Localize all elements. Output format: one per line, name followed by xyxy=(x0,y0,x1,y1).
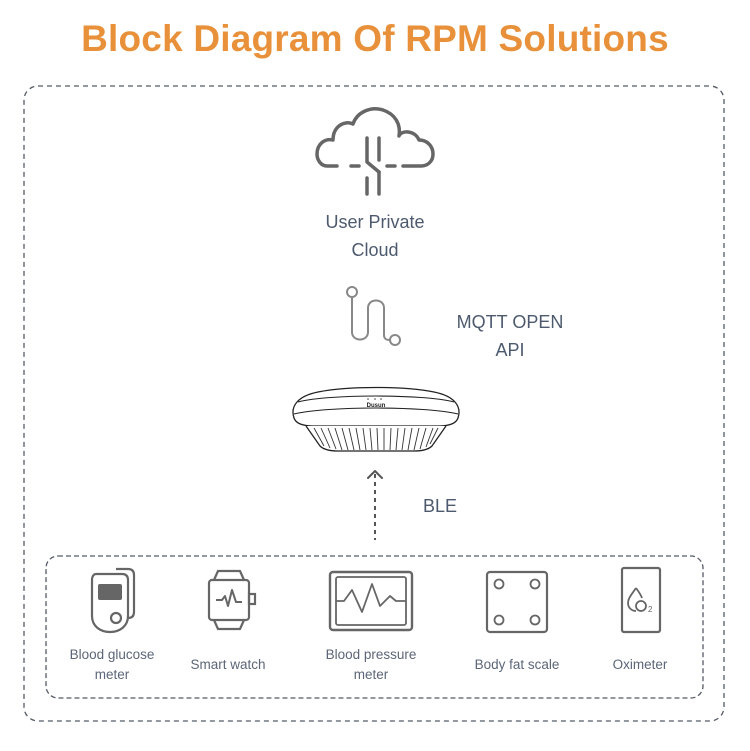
cloud-label: User Private Cloud xyxy=(275,208,475,264)
glucose-meter-icon xyxy=(90,567,136,634)
ble-label: BLE xyxy=(422,496,458,516)
device-label-glucose-line2: meter xyxy=(94,667,130,682)
oximeter-icon: 2 xyxy=(620,566,662,634)
gateway-brand-text: Dusun xyxy=(367,403,386,409)
device-label-smartwatch-line1: Smart watch xyxy=(190,657,266,672)
device-label-glucose: Blood glucose meter xyxy=(47,645,177,685)
body-fat-scale-icon xyxy=(485,570,549,634)
dashed-up-arrow-icon xyxy=(367,470,383,540)
smart-watch-icon xyxy=(207,569,257,631)
gateway-hub-icon: Dusun xyxy=(292,386,460,452)
cloud-label-line2: Cloud xyxy=(351,240,399,260)
device-label-bodyfat: Body fat scale xyxy=(452,655,582,675)
device-label-glucose-line1: Blood glucose xyxy=(69,647,155,662)
connection-label-line1: MQTT OPEN xyxy=(456,312,564,332)
device-label-oximeter: Oximeter xyxy=(575,655,705,675)
outer-dashed-frame xyxy=(23,85,725,722)
device-label-bodyfat-line1: Body fat scale xyxy=(474,657,560,672)
diagram-title: Block Diagram Of RPM Solutions xyxy=(81,18,669,59)
device-label-smartwatch: Smart watch xyxy=(163,655,293,675)
cable-connection-icon xyxy=(346,286,401,346)
blood-pressure-monitor-icon xyxy=(328,570,414,632)
connection-label: MQTT OPEN API xyxy=(430,308,590,364)
cloud-label-line1: User Private xyxy=(325,212,425,232)
devices-dashed-frame xyxy=(45,555,704,699)
connection-label-line2: API xyxy=(495,340,525,360)
device-label-bloodpressure: Blood pressure meter xyxy=(306,645,436,685)
cloud-network-icon xyxy=(315,107,435,196)
device-label-bloodpressure-line1: Blood pressure xyxy=(325,647,417,662)
device-label-bloodpressure-line2: meter xyxy=(353,667,389,682)
device-label-oximeter-line1: Oximeter xyxy=(612,657,668,672)
svg-text:2: 2 xyxy=(648,605,653,614)
